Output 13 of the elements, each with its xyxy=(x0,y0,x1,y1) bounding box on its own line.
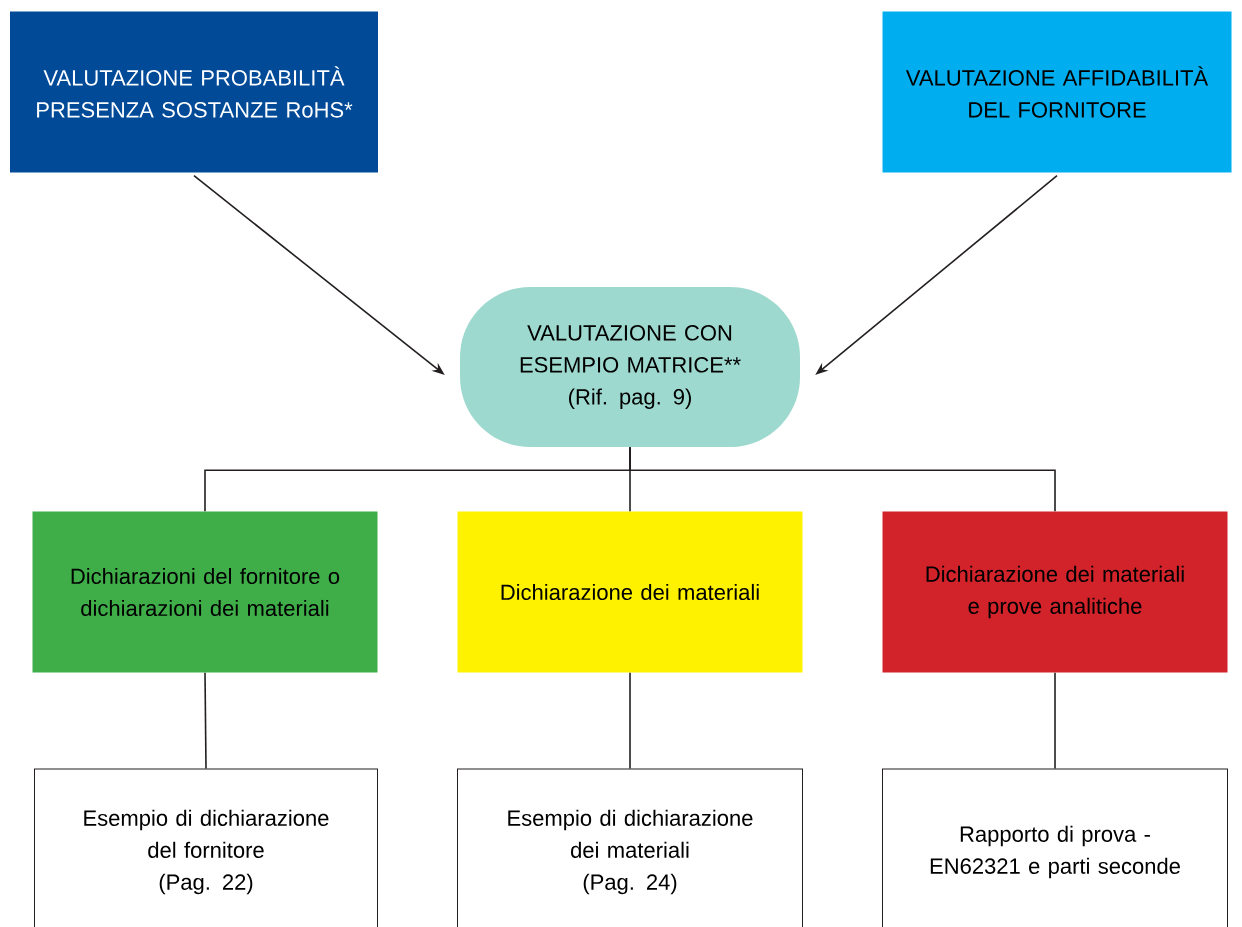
category-box: Dichiarazione dei materiali e prove analitiche xyxy=(882,511,1228,673)
reference-box: Esempio di dichiarazione dei materiali (Pag. 24) xyxy=(457,768,803,927)
connector-line xyxy=(629,671,631,770)
evaluation-box: VALUTAZIONE CON ESEMPIO MATRICE** (Rif. pag. 9) xyxy=(460,287,800,447)
connector-line xyxy=(204,671,207,770)
category-box: Dichiarazioni del fornitore o dichiarazioni dei materiali xyxy=(32,511,378,673)
category-box: Dichiarazione dei materiali xyxy=(457,511,803,673)
connector-line xyxy=(1054,671,1056,770)
connector-line xyxy=(629,446,1056,513)
reference-box: Rapporto di prova - EN62321 e parti seconde xyxy=(882,768,1228,927)
reference-box: Esempio di dichiarazione del fornitore (Pag. 22) xyxy=(34,768,378,927)
heading-box: VALUTAZIONE PROBABILITÀ PRESENZA SOSTANZE RoHS* xyxy=(10,11,378,173)
heading-box: VALUTAZIONE AFFIDABILITÀ DEL FORNITORE xyxy=(882,11,1232,173)
